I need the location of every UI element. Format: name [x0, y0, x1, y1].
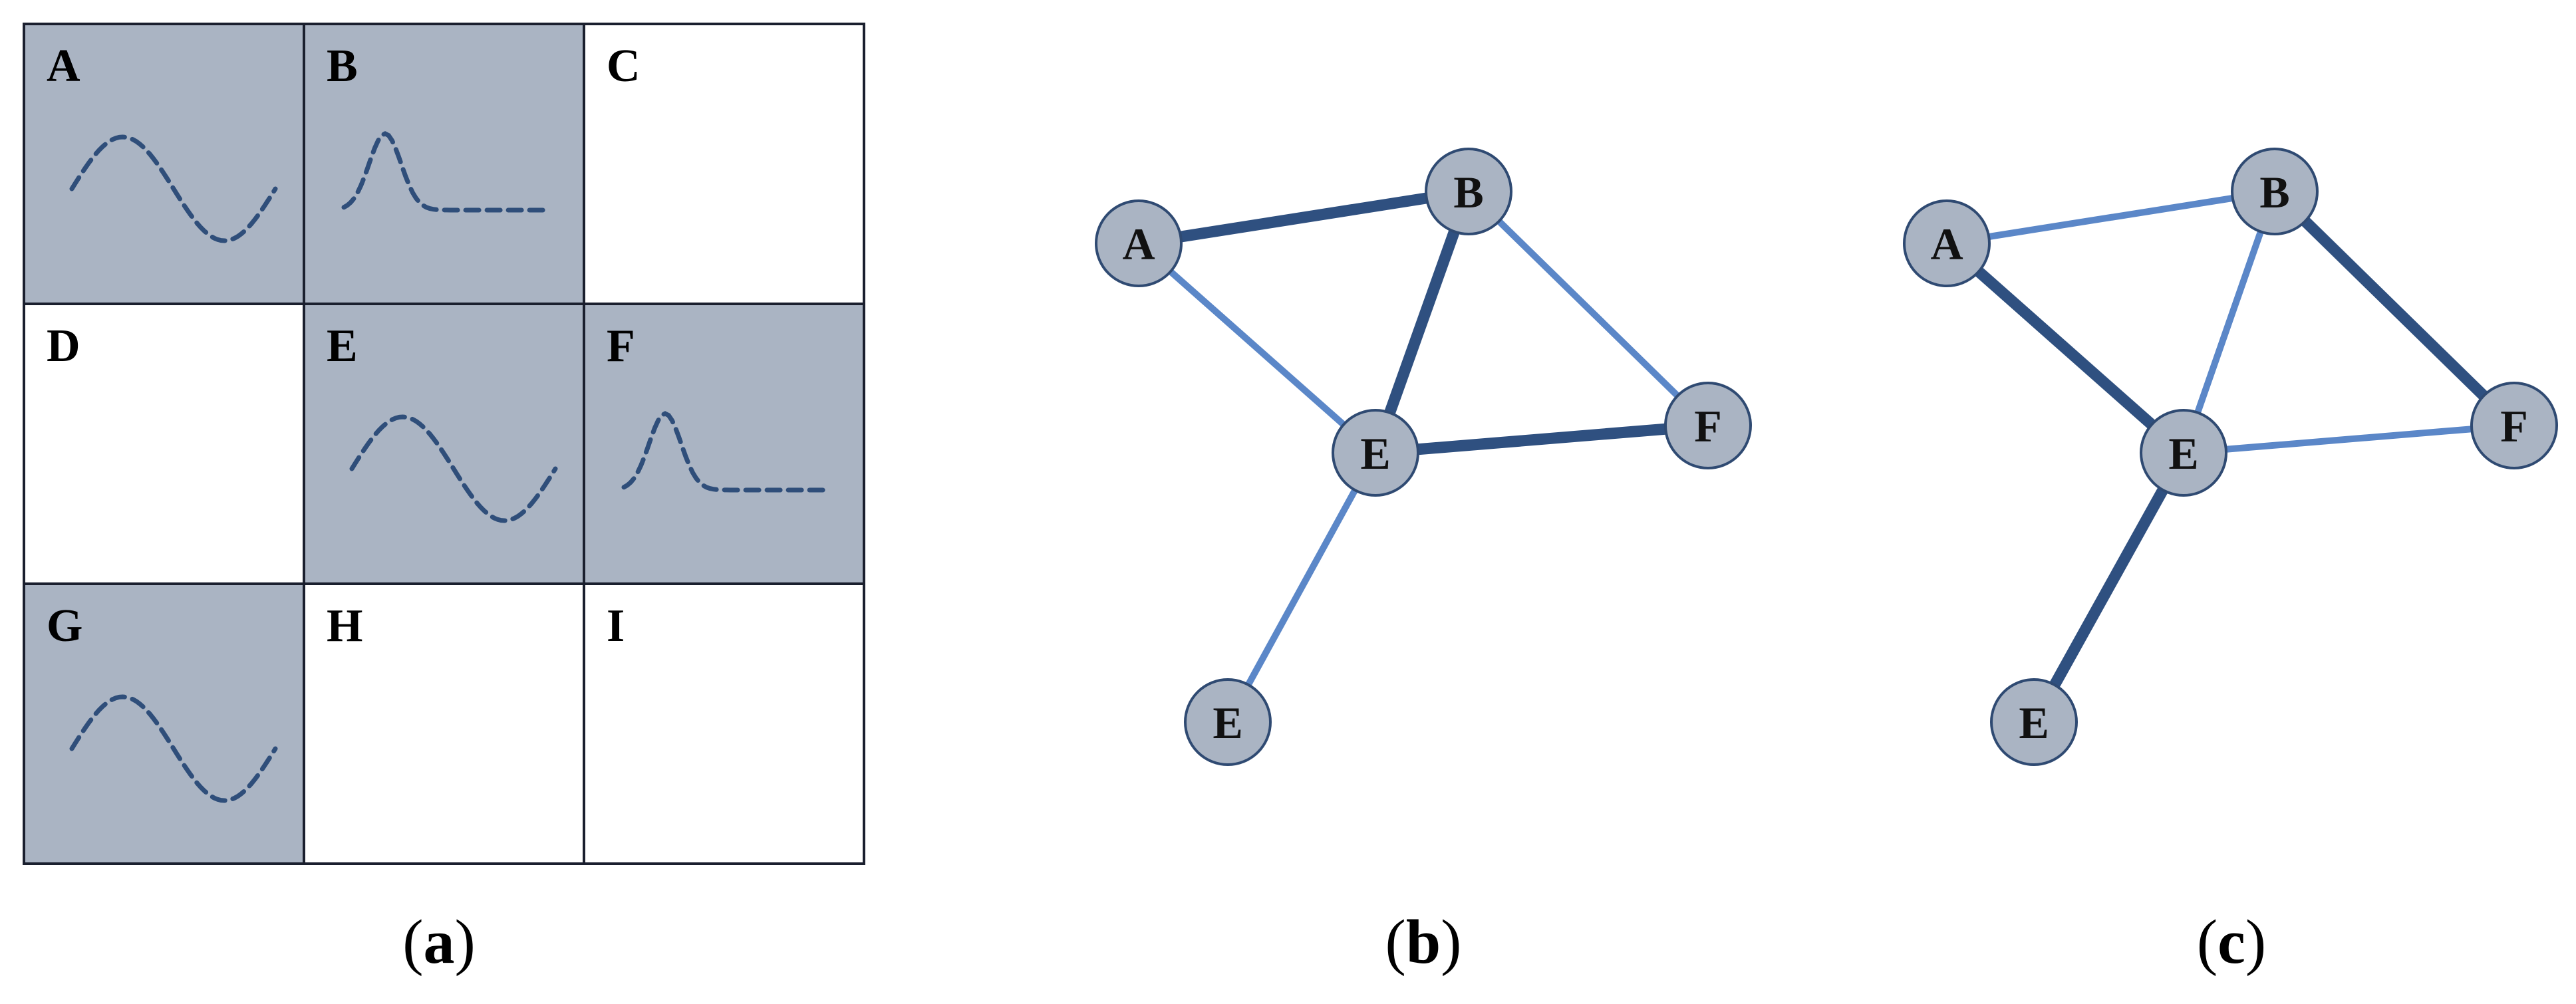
peak-curve [341, 131, 553, 213]
node-a: A [1903, 199, 1991, 287]
caption-c-letter: c [2218, 908, 2245, 977]
grid-cell-background [583, 23, 865, 305]
grid-cell-f: F [583, 303, 865, 585]
wave-curve [69, 694, 278, 803]
edge-b-e-strong [1369, 189, 1475, 455]
node-a: A [1095, 199, 1183, 287]
grid-cell-letter: H [327, 600, 362, 652]
node-label: F [2500, 401, 2528, 451]
grid-cell-background [23, 23, 305, 305]
edge-a-b-weak [1946, 188, 2275, 247]
edge-e-e2-strong [2029, 449, 2189, 725]
node-circle [1425, 148, 1512, 235]
node-circle [1184, 678, 1272, 766]
grid-cell-background [23, 303, 305, 585]
node-circle [1664, 382, 1752, 469]
edge-b-f-weak [1466, 189, 1711, 428]
node-label: E [1213, 697, 1242, 748]
node-label: A [1930, 219, 1963, 269]
caption-a: (a) [402, 908, 476, 977]
grid-cell-c: C [583, 23, 865, 305]
grid-cell-b: B [303, 23, 585, 305]
grid-cell-letter: C [607, 41, 641, 92]
grid-cell-e: E [303, 303, 585, 585]
peak-curve [621, 411, 833, 493]
grid-cell-i: I [583, 582, 865, 865]
node-label: E [1360, 428, 1390, 479]
grid-cell-letter: B [327, 41, 358, 92]
wave-curve [349, 414, 558, 523]
node-label: B [1453, 167, 1483, 217]
node-label: B [2259, 167, 2289, 217]
grid-cell-background [583, 582, 865, 865]
node-f: F [2470, 382, 2558, 469]
node-circle [1095, 199, 1183, 287]
node-e: E [1332, 409, 1419, 497]
caption-b: (b) [1385, 908, 1462, 977]
node-e: E [2140, 409, 2227, 497]
edge-e-f-weak [2183, 422, 2515, 456]
edge-e-f-strong [1375, 420, 1709, 459]
node-f: F [1664, 382, 1752, 469]
grid-cell-letter: A [47, 41, 80, 92]
node-label: E [2168, 428, 2198, 479]
grid-cell-letter: F [607, 320, 635, 372]
grid-cell-background [23, 582, 305, 865]
node-b: B [2231, 148, 2319, 235]
node-circle [2231, 148, 2319, 235]
graph-panel-c: A B E F E [1903, 148, 2558, 766]
node-circle [1990, 678, 2078, 766]
node-e2: E [1184, 678, 1272, 766]
grid-cell-background [303, 23, 585, 305]
node-e2: E [1990, 678, 2078, 766]
edge-e-e2-weak [1224, 451, 1379, 724]
caption-a-letter: a [424, 908, 455, 977]
grid-cell-a: A [23, 23, 305, 305]
edge-a-e-weak [1136, 241, 1378, 455]
edge-a-b-strong [1137, 186, 1470, 249]
grid-panel: A B C D E F G H I [23, 23, 865, 865]
node-label: E [2019, 697, 2049, 748]
grid-cell-letter: I [607, 600, 625, 652]
caption-c: (c) [2197, 908, 2266, 977]
node-label: A [1122, 219, 1155, 269]
grid-cell-h: H [303, 582, 585, 865]
node-circle [1903, 199, 1991, 287]
node-circle [1332, 409, 1419, 497]
wave-curve [69, 134, 278, 243]
edge-b-e-weak [2180, 190, 2278, 454]
edge-b-f-strong [2271, 187, 2518, 430]
node-circle [2140, 409, 2227, 497]
grid-cell-letter: D [47, 320, 80, 372]
node-b: B [1425, 148, 1512, 235]
grid-cell-d: D [23, 303, 305, 585]
node-label: F [1694, 401, 1722, 451]
grid-cell-letter: G [47, 600, 82, 652]
node-circle [2470, 382, 2558, 469]
graph-panel-b: A B E F E [1095, 148, 1752, 766]
caption-b-letter: b [1406, 908, 1441, 977]
grid-cell-letter: E [327, 320, 358, 372]
grid-cell-g: G [23, 582, 305, 865]
edge-a-e-strong [1943, 239, 2188, 457]
